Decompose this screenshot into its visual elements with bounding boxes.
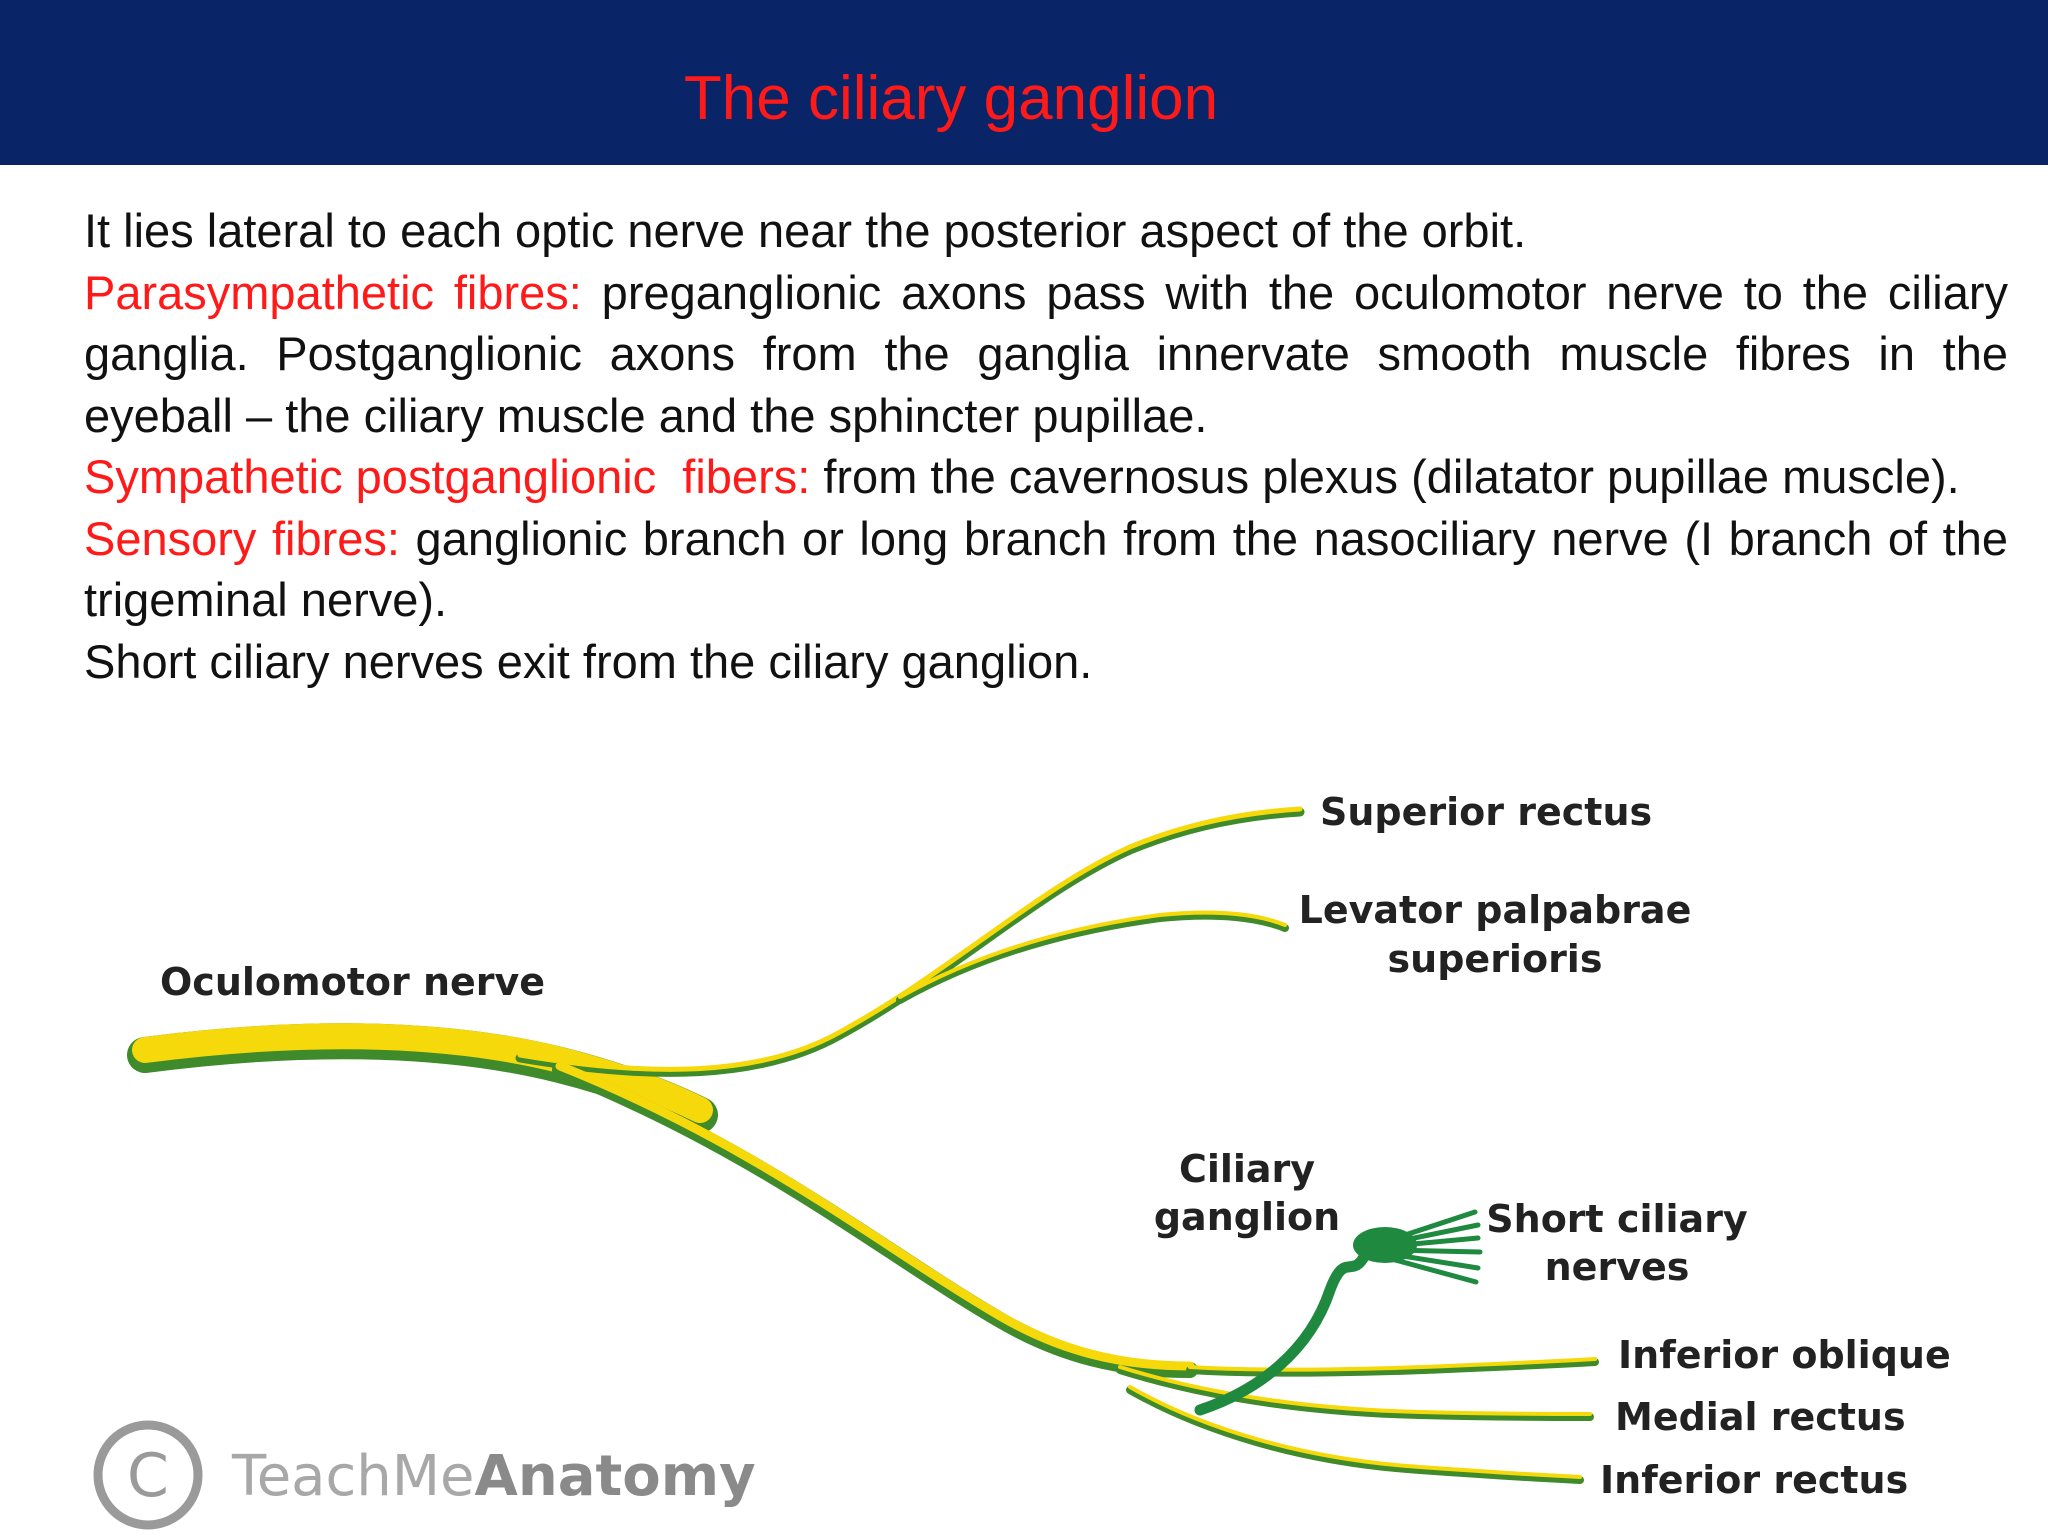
teachmeanatomy-watermark: C TeachMeAnatomy xyxy=(93,1420,756,1530)
inferior-rectus-label: Inferior rectus xyxy=(1600,1458,1908,1502)
medial-rectus-label: Medial rectus xyxy=(1615,1395,1906,1439)
superior-division xyxy=(515,806,1305,1077)
paragraph-location: It lies lateral to each optic nerve near… xyxy=(84,200,2008,262)
sympathetic-label: Sympathetic postganglionic fibers: xyxy=(84,450,811,503)
watermark-bold: Anatomy xyxy=(475,1444,756,1509)
body-text: It lies lateral to each optic nerve near… xyxy=(84,200,2008,692)
levator-label-line1: Levator palpabrae xyxy=(1299,888,1692,932)
sensory-label: Sensory fibres: xyxy=(84,511,400,565)
parasympathetic-text: preganglionic axons pass with the oculom… xyxy=(84,265,2008,442)
inferior-oblique-label: Inferior oblique xyxy=(1618,1333,1951,1377)
ciliary-ganglion-label-line1: Ciliary xyxy=(1179,1147,1315,1191)
ciliary-ganglion xyxy=(1194,1209,1483,1416)
ciliary-ganglion-label-line2: ganglion xyxy=(1154,1195,1340,1239)
short-ciliary-label-line1: Short ciliary xyxy=(1486,1197,1748,1241)
paragraph-short-ciliary: Short ciliary nerves exit from the cilia… xyxy=(84,631,2008,693)
paragraph-sensory: Sensory fibres: ganglionic branch or lon… xyxy=(84,508,2008,631)
inferior-division xyxy=(552,1061,1599,1484)
sympathetic-text: from the cavernosus plexus (dilatator pu… xyxy=(810,450,1960,503)
oculomotor-nerve-label: Oculomotor nerve xyxy=(160,960,545,1004)
parasympathetic-label: Parasympathetic fibres: xyxy=(84,265,582,319)
short-ciliary-label-line2: nerves xyxy=(1545,1245,1690,1289)
paragraph-sympathetic: Sympathetic postganglionic fibers: from … xyxy=(84,446,2008,508)
watermark-text: TeachMeAnatomy xyxy=(231,1444,756,1509)
oculomotor-trunk xyxy=(127,1023,718,1133)
short-ciliary-text: Short ciliary nerves exit from the cilia… xyxy=(84,634,1093,688)
paragraph-parasympathetic: Parasympathetic fibres: preganglionic ax… xyxy=(84,262,2008,447)
copyright-symbol: C xyxy=(127,1441,169,1511)
location-text: It lies lateral to each optic nerve near… xyxy=(84,204,1527,257)
slide-title: The ciliary ganglion xyxy=(683,64,1219,133)
header-bar xyxy=(0,0,2048,165)
superior-rectus-label: Superior rectus xyxy=(1320,790,1652,834)
levator-label-line2: superioris xyxy=(1388,937,1603,981)
copyright-icon xyxy=(93,1420,203,1530)
watermark-light: TeachMe xyxy=(231,1444,475,1509)
sensory-text: ganglionic branch or long branch from th… xyxy=(84,511,2009,627)
